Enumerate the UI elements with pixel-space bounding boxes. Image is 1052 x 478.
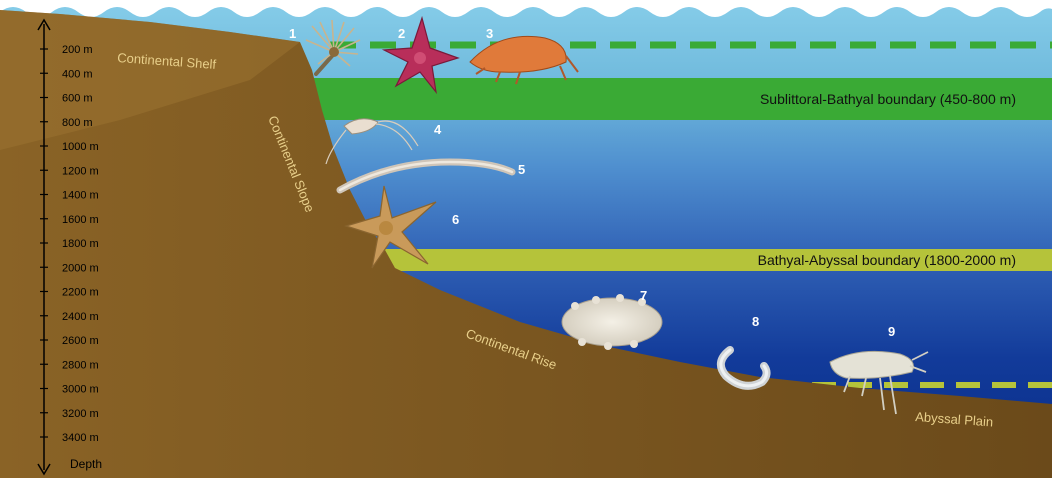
depth-tick-label: 1400 m xyxy=(62,190,99,202)
depth-tick-label: 600 m xyxy=(62,93,93,105)
depth-tick-label: 3200 m xyxy=(62,408,99,420)
organism-number-6: 6 xyxy=(452,212,459,227)
sublittoral-bathyal-label: Sublittoral-Bathyal boundary (450-800 m) xyxy=(760,91,1016,107)
organism-number-8: 8 xyxy=(752,314,759,329)
depth-tick-label: 2200 m xyxy=(62,287,99,299)
organism-number-5: 5 xyxy=(518,162,525,177)
depth-tick-label: 1200 m xyxy=(62,165,99,177)
depth-tick-label: 3000 m xyxy=(62,384,99,396)
organism-number-4: 4 xyxy=(434,122,442,137)
depth-tick-label: 3400 m xyxy=(62,432,99,444)
depth-tick-label: 1800 m xyxy=(62,238,99,250)
depth-tick-label: 2600 m xyxy=(62,335,99,347)
depth-tick-label: 800 m xyxy=(62,117,93,129)
depth-tick-label: 200 m xyxy=(62,44,93,56)
depth-tick-label: 2800 m xyxy=(62,359,99,371)
depth-tick-label: 400 m xyxy=(62,68,93,80)
organism-number-7: 7 xyxy=(640,288,647,303)
organism-number-3: 3 xyxy=(486,26,493,41)
depth-tick-label: 2400 m xyxy=(62,311,99,323)
depth-tick-label: 2000 m xyxy=(62,262,99,274)
depth-axis-title: Depth xyxy=(70,457,102,471)
depth-tick-label: 1000 m xyxy=(62,141,99,153)
organism-number-2: 2 xyxy=(398,26,405,41)
organism-number-9: 9 xyxy=(888,324,895,339)
depth-tick-label: 1600 m xyxy=(62,214,99,226)
organism-number-1: 1 xyxy=(289,26,296,41)
bathyal-abyssal-label: Bathyal-Abyssal boundary (1800-2000 m) xyxy=(758,252,1016,268)
